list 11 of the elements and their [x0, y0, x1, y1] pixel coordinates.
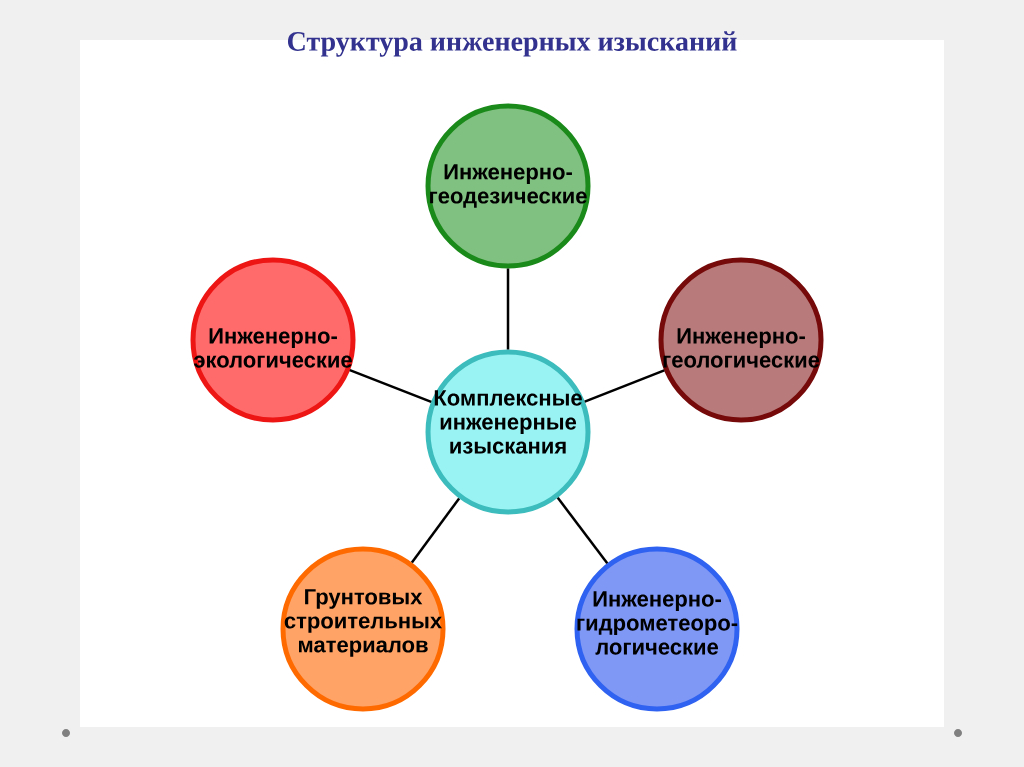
- circle-node: Грунтовых строительных материалов: [280, 546, 446, 712]
- title: Структура инженерных изысканий: [288, 31, 737, 57]
- connector-line: [506, 268, 510, 350]
- circle-node: Инженерно-экологические: [190, 257, 356, 423]
- connector-line: [556, 497, 609, 564]
- circle-node: Инженерно-геодезические: [425, 103, 591, 269]
- connector-line: [410, 497, 461, 564]
- circle-node: Инженерно-гидрометеоро-логические: [574, 546, 740, 712]
- connector-line: [584, 369, 665, 403]
- connector-line: [349, 368, 432, 404]
- circle-node: Комплексные инженерные изыскания: [425, 349, 591, 515]
